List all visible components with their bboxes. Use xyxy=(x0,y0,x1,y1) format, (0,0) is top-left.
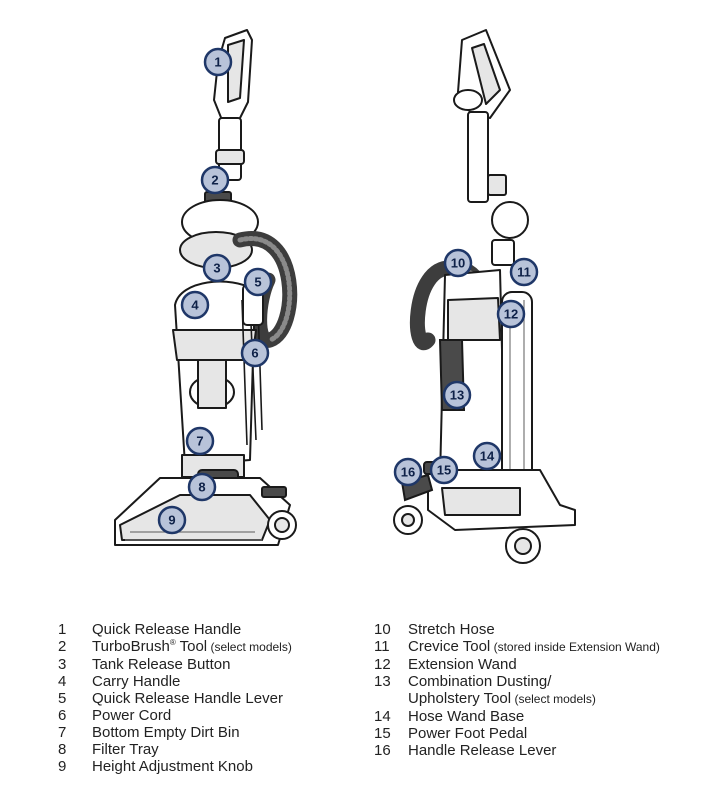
callout-11-label: 11 xyxy=(517,265,531,280)
legend-row: 2 TurboBrush® Tool (select models) xyxy=(58,638,358,656)
legend-note: (select models) xyxy=(207,640,292,654)
callout-9: 9 xyxy=(157,505,187,535)
legend-row: 5 Quick Release Handle Lever xyxy=(58,690,358,707)
callout-9-label: 9 xyxy=(168,513,175,528)
legend-row: Upholstery Tool (select models) xyxy=(374,690,724,708)
callout-6-label: 6 xyxy=(251,346,258,361)
legend-label: Extension Wand xyxy=(408,656,517,673)
legend-number: 7 xyxy=(58,724,67,741)
legend-row: 6 Power Cord xyxy=(58,707,358,724)
callout-7: 7 xyxy=(185,426,215,456)
legend-label: Hose Wand Base xyxy=(408,708,525,725)
legend-label: Bottom Empty Dirt Bin xyxy=(92,724,240,741)
legend-note: (select models) xyxy=(511,692,596,706)
callout-16: 16 xyxy=(393,457,423,487)
vacuum-diagram: 1 2 3 4 5 6 7 8 9 10 11 12 13 14 15 16 xyxy=(114,29,576,564)
legend-number: 13 xyxy=(374,673,391,690)
legend-row: 14 Hose Wand Base xyxy=(374,708,724,725)
legend-label: Stretch Hose xyxy=(408,621,495,638)
legend-number: 1 xyxy=(58,621,67,638)
legend-number: 10 xyxy=(374,621,391,638)
legend-number: 3 xyxy=(58,656,67,673)
callout-8: 8 xyxy=(187,472,217,502)
legend-row: 9 Height Adjustment Knob xyxy=(58,758,358,775)
legend-label: Height Adjustment Knob xyxy=(92,758,253,775)
callout-3-label: 3 xyxy=(213,261,220,276)
callout-5-label: 5 xyxy=(254,275,261,290)
callout-15: 15 xyxy=(429,455,459,485)
legend-label: TurboBrush® Tool (select models) xyxy=(92,638,358,656)
legend-right: 10 Stretch Hose 11 Crevice Tool (stored in… xyxy=(374,621,724,759)
legend-row: 8 Filter Tray xyxy=(58,741,358,758)
legend-label-text: Upholstery Tool xyxy=(408,690,512,707)
callout-2-label: 2 xyxy=(211,173,218,188)
legend-number: 9 xyxy=(58,758,67,775)
legend-row: 12 Extension Wand xyxy=(374,656,724,673)
callout-5: 5 xyxy=(243,267,273,297)
legend-row: 4 Carry Handle xyxy=(58,673,358,690)
callout-14: 14 xyxy=(472,441,502,471)
legend-row: 7 Bottom Empty Dirt Bin xyxy=(58,724,358,741)
callout-4-label: 4 xyxy=(191,298,199,313)
callout-10-label: 10 xyxy=(451,256,465,271)
rear-view-vacuum xyxy=(393,29,576,564)
legend-number: 12 xyxy=(374,656,391,673)
legend-number: 8 xyxy=(58,741,67,758)
legend-number: 14 xyxy=(374,708,391,725)
callout-3: 3 xyxy=(202,253,232,283)
legend-number: 4 xyxy=(58,673,67,690)
callout-1: 1 xyxy=(203,47,233,77)
callout-4: 4 xyxy=(180,290,210,320)
legend-note: (stored inside Extension Wand) xyxy=(490,640,660,654)
callout-10: 10 xyxy=(443,248,473,278)
legend-label-text: TurboBrush xyxy=(92,638,170,655)
callout-7-label: 7 xyxy=(196,434,203,449)
legend-left: 1 Quick Release Handle 2 TurboBrush® Tool … xyxy=(58,621,358,775)
registered-mark: ® xyxy=(169,638,176,647)
legend-number: 15 xyxy=(374,725,391,742)
callout-16-label: 16 xyxy=(401,465,415,480)
legend-row: 11 Crevice Tool (stored inside Extension … xyxy=(374,638,724,656)
legend-number xyxy=(374,690,408,708)
callout-6: 6 xyxy=(240,338,270,368)
callout-13-label: 13 xyxy=(450,388,464,403)
legend-row: 15 Power Foot Pedal xyxy=(374,725,724,742)
legend-label: Quick Release Handle Lever xyxy=(92,690,283,707)
callout-12: 12 xyxy=(496,299,526,329)
legend-label: Crevice Tool (stored inside Extension Wa… xyxy=(408,638,724,656)
callout-8-label: 8 xyxy=(198,480,205,495)
legend-label: Upholstery Tool (select models) xyxy=(408,690,724,708)
legend-label-text: Crevice Tool xyxy=(408,638,491,655)
callout-12-label: 12 xyxy=(504,307,518,322)
legend-label: Filter Tray xyxy=(92,741,159,758)
legend-number: 16 xyxy=(374,742,391,759)
legend-label: Carry Handle xyxy=(92,673,181,690)
legend-row: 1 Quick Release Handle xyxy=(58,621,358,638)
legend-number: 6 xyxy=(58,707,67,724)
callout-11: 11 xyxy=(509,257,539,287)
callout-15-label: 15 xyxy=(437,463,451,478)
legend-label: Handle Release Lever xyxy=(408,742,557,759)
callout-14-label: 14 xyxy=(480,449,495,464)
legend-label: Power Cord xyxy=(92,707,172,724)
legend-label: Combination Dusting/ xyxy=(408,673,552,690)
legend-row: 10 Stretch Hose xyxy=(374,621,724,638)
callout-13: 13 xyxy=(442,380,472,410)
legend-row: 3 Tank Release Button xyxy=(58,656,358,673)
legend-number: 5 xyxy=(58,690,67,707)
callout-1-label: 1 xyxy=(214,55,221,70)
legend-number: 2 xyxy=(58,638,67,655)
legend-label: Quick Release Handle xyxy=(92,621,242,638)
legend-row: 13 Combination Dusting/ xyxy=(374,673,724,690)
legend-label: Power Foot Pedal xyxy=(408,725,528,742)
legend-number: 11 xyxy=(374,638,390,655)
legend-label: Tank Release Button xyxy=(92,656,231,673)
callout-2: 2 xyxy=(200,165,230,195)
legend-row: 16 Handle Release Lever xyxy=(374,742,724,759)
legend-label-text: Tool xyxy=(175,638,208,655)
